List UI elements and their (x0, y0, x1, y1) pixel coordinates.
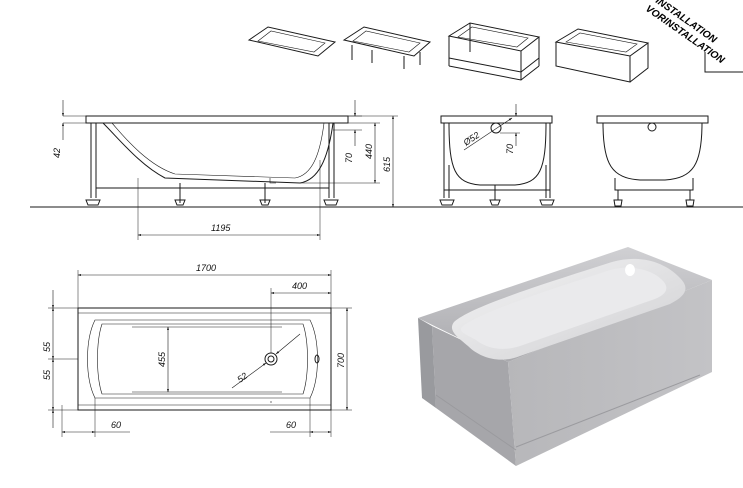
side-elevation-view: 42 70 440 615 1195 (30, 100, 743, 240)
plan-view: 1700 400 55 55 455 700 52 60 60 (42, 263, 352, 437)
dim-right-margin: 60 (286, 420, 296, 430)
dim-inner-width: 455 (157, 351, 167, 367)
dim-rim-height: 42 (52, 148, 62, 158)
end-elevation-view: Ø52 70 (439, 104, 555, 206)
dim-side-overflow-height: 70 (344, 153, 354, 163)
installation-icon-tub-with-panel (554, 28, 650, 83)
dim-total-length: 1700 (196, 263, 216, 273)
dim-half-width-bottom: 55 (42, 369, 52, 380)
dim-bottom-length: 1195 (211, 223, 231, 233)
dim-left-margin: 60 (111, 420, 121, 430)
dim-drain-offset: 400 (292, 281, 307, 291)
installation-badge: INSTALLATION VORINSTALLATION (643, 0, 743, 73)
dim-end-overflow-height: 70 (505, 144, 515, 154)
dim-total-width: 700 (336, 353, 346, 368)
dim-total-height: 615 (382, 156, 392, 172)
dim-half-width-top: 55 (42, 341, 52, 352)
installation-icon-tub-with-legs (342, 26, 432, 69)
installation-icon-plain-tub (247, 26, 337, 57)
installation-icon-tub-on-frame (447, 22, 541, 81)
bathtub-3d-render (418, 247, 712, 466)
dim-drain-plan: 52 (235, 371, 249, 385)
front-elevation-view (596, 115, 709, 207)
dim-tub-depth: 440 (364, 144, 374, 159)
